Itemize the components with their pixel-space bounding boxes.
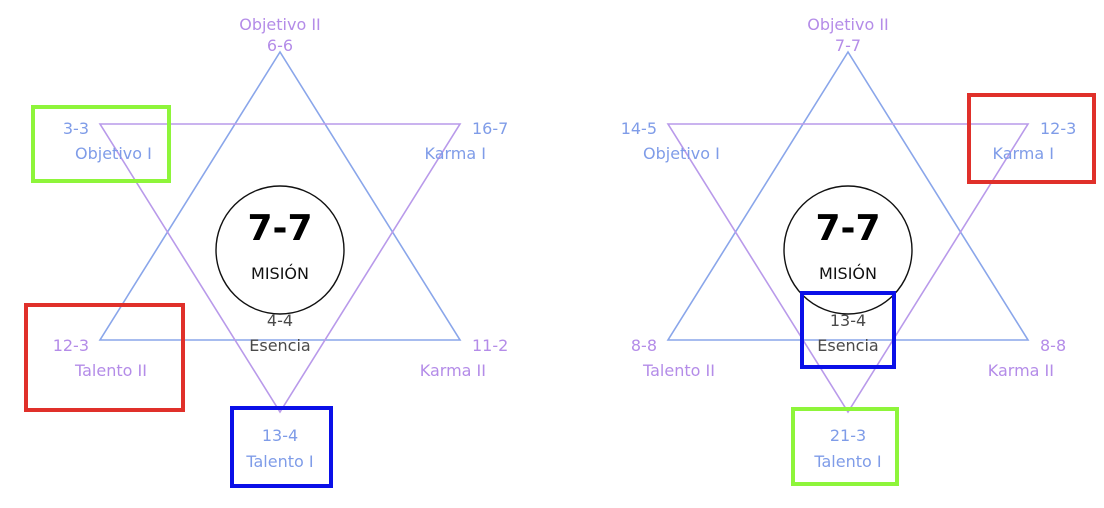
- talento-ii-label: Talento II: [642, 361, 715, 380]
- mision-circle: [215, 185, 345, 315]
- objetivo-i-label: Objetivo I: [643, 144, 720, 163]
- karma-ii-label: Karma II: [420, 361, 486, 380]
- objetivo-ii-label: Objetivo II: [239, 15, 321, 34]
- talento-ii-value: 12-3: [53, 336, 89, 355]
- talento-i-value: 13-4: [262, 426, 298, 445]
- mision-label: MISIÓN: [251, 264, 309, 283]
- triangle-up: [666, 50, 1030, 341]
- objetivo-i-label: Objetivo I: [75, 144, 152, 163]
- talento-i-label: Talento I: [245, 452, 313, 471]
- triangle-up: [98, 50, 462, 341]
- mision-label: MISIÓN: [819, 264, 877, 283]
- esencia-label: Esencia: [249, 336, 310, 355]
- karma-i-label: Karma I: [424, 144, 486, 163]
- esencia-value: 13-4: [830, 311, 866, 330]
- talento-i-value: 21-3: [830, 426, 866, 445]
- esencia-value: 4-4: [267, 311, 293, 330]
- objetivo-ii-label: Objetivo II: [807, 15, 889, 34]
- karma-ii-label: Karma II: [988, 361, 1054, 380]
- triangle-down: [98, 123, 462, 414]
- talento-ii-label: Talento II: [74, 361, 147, 380]
- talento-i-label: Talento I: [813, 452, 881, 471]
- highlight-green-objetivo-i: [31, 105, 171, 183]
- highlight-blue-esencia: [800, 291, 896, 369]
- karma-ii-value: 8-8: [1040, 336, 1066, 355]
- mision-value: 7-7: [247, 208, 312, 249]
- highlight-red-talento-ii: [24, 303, 185, 412]
- mision-value: 7-7: [815, 208, 880, 249]
- karma-i-value: 12-3: [1040, 119, 1076, 138]
- objetivo-ii-value: 7-7: [835, 36, 861, 55]
- highlight-red-karma-i: [967, 93, 1096, 184]
- talento-ii-value: 8-8: [631, 336, 657, 355]
- highlight-green-talento-i: [791, 407, 899, 486]
- mision-circle: [783, 185, 913, 315]
- highlight-blue-talento-i: [230, 406, 333, 488]
- objetivo-i-value: 3-3: [63, 119, 89, 138]
- objetivo-ii-value: 6-6: [267, 36, 293, 55]
- objetivo-i-value: 14-5: [621, 119, 657, 138]
- karma-i-label: Karma I: [992, 144, 1054, 163]
- triangle-down: [666, 123, 1030, 414]
- esencia-label: Esencia: [817, 336, 878, 355]
- karma-i-value: 16-7: [472, 119, 508, 138]
- karma-ii-value: 11-2: [472, 336, 508, 355]
